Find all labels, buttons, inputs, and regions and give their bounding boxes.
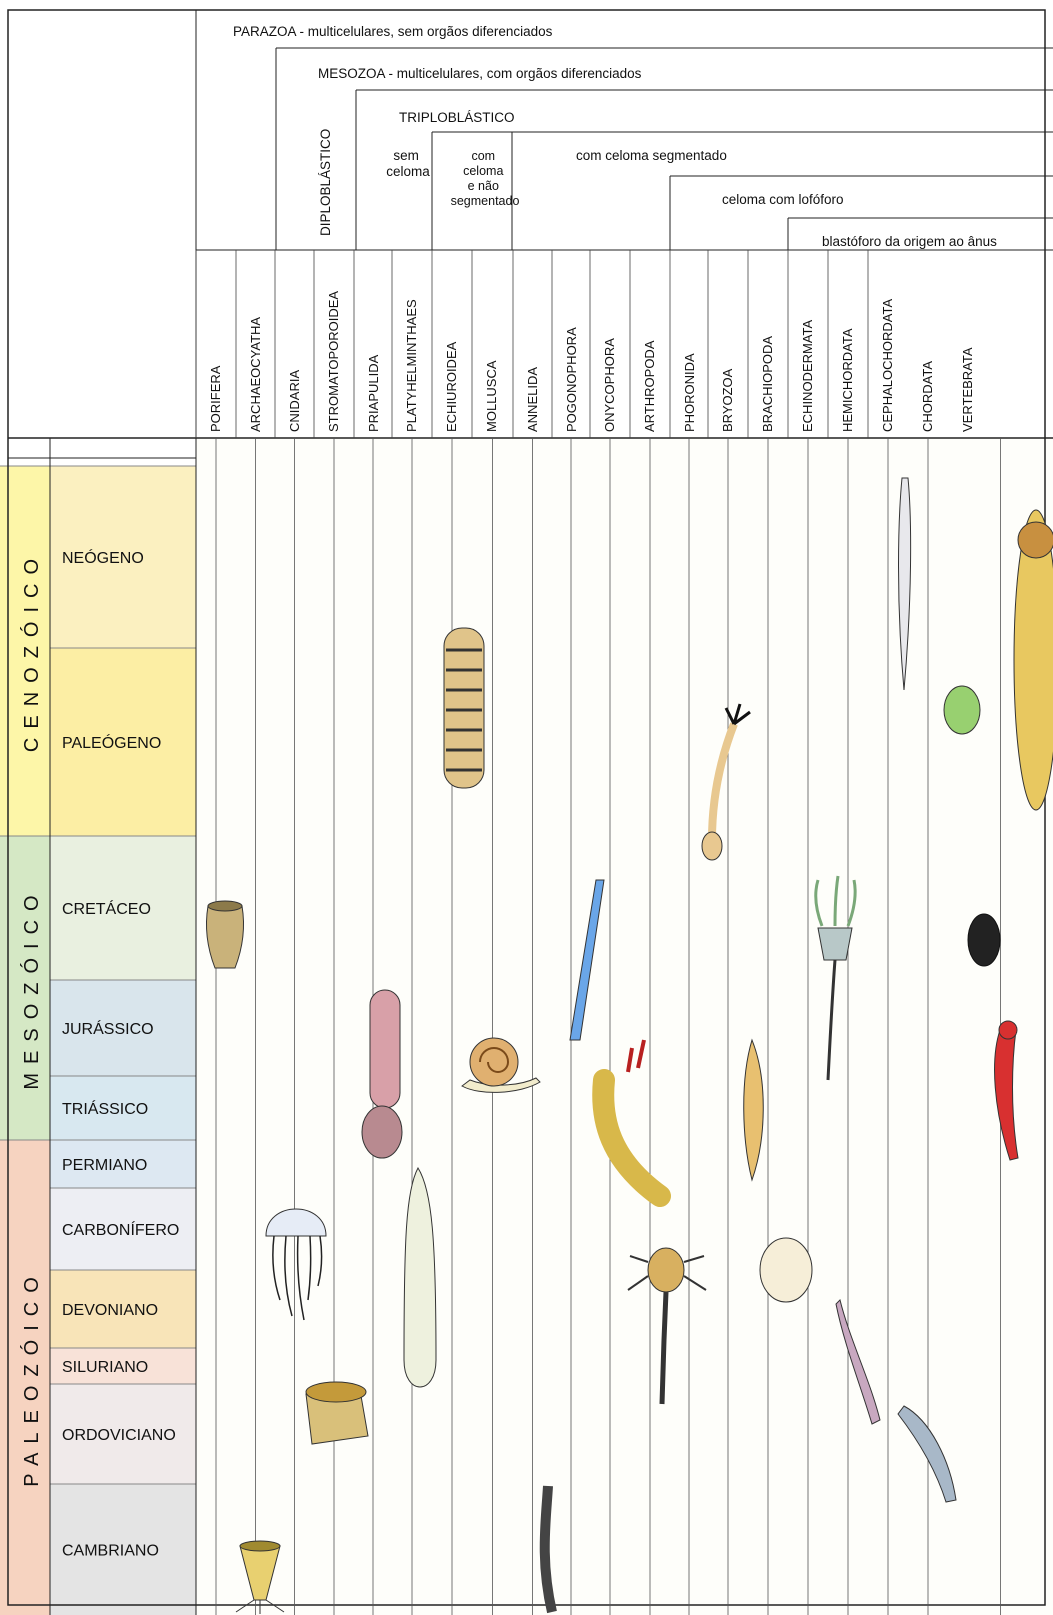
phylum-label: BRACHIOPODA <box>760 336 775 432</box>
period-label: PALEÓGENO <box>62 733 161 752</box>
vertebrata-frog-icon <box>944 686 980 734</box>
period-label: CRETÁCEO <box>62 899 151 918</box>
phylum-label: ANNELIDA <box>525 367 540 432</box>
phylum-label: STROMATOPOROIDEA <box>326 291 341 432</box>
clade-mesozoa: MESOZOA - multicelulares, com orgãos dif… <box>318 66 642 81</box>
phylum-label: CEPHALOCHORDATA <box>880 299 895 432</box>
phylum-labels: PORIFERA ARCHAEOCYATHA CNIDARIA STROMATOPOR… <box>208 291 975 432</box>
period-label: NEÓGENO <box>62 548 144 567</box>
period-label: DEVONIANO <box>62 1302 158 1319</box>
clade-lofoforo: celoma com lofóforo <box>722 192 844 207</box>
clade-blastoforo: blastóforo da origem ao ânus <box>822 234 997 249</box>
clade-celoma-nao-segmentado: com celoma e não segmentado <box>451 149 520 208</box>
phylum-label: POGONOPHORA <box>564 327 579 432</box>
vertebrata-monkey-icon <box>1014 510 1053 810</box>
phylum-label: ARTHROPODA <box>642 340 657 432</box>
phylum-label: PLATYHELMINTHAES <box>404 299 419 432</box>
phylum-label: CHORDATA <box>920 361 935 432</box>
era-labels: CENOZÓICO MESOZÓICO PALEOZÓICO <box>20 550 43 1487</box>
period-label: PERMIANO <box>62 1157 147 1174</box>
phylum-label: PRIAPULIDA <box>366 354 381 432</box>
phylum-label: ECHINODERMATA <box>800 319 815 432</box>
clade-celoma-segmentado: com celoma segmentado <box>576 148 727 163</box>
phylum-label: CNIDARIA <box>287 370 302 432</box>
echiuroidea-worm-icon <box>444 628 484 788</box>
phylum-label: HEMICHORDATA <box>840 328 855 432</box>
period-label: CARBONÍFERO <box>62 1220 179 1239</box>
phylum-label: ECHIUROIDEA <box>444 341 459 432</box>
era-label: MESOZÓICO <box>20 886 43 1089</box>
clade-diploblastico: DIPLOBLÁSTICO <box>318 129 333 236</box>
stromatoporoidea-colony-icon <box>306 1382 368 1444</box>
clade-sem-celoma: sem celoma <box>386 148 430 179</box>
clade-parazoa: PARAZOA - multicelulares, sem orgãos dif… <box>233 24 553 39</box>
phylum-label: VERTEBRATA <box>960 347 975 432</box>
phylum-label: MOLLUSCA <box>484 360 499 432</box>
period-label: SILURIANO <box>62 1359 148 1376</box>
porifera-sponge-icon <box>206 901 243 968</box>
vertebrata-lizard-icon <box>968 914 1000 966</box>
period-label: JURÁSSICO <box>62 1019 154 1038</box>
period-label: TRIÁSSICO <box>62 1099 148 1118</box>
brachiopoda-shell-icon <box>760 1238 812 1302</box>
period-label: CAMBRIANO <box>62 1543 159 1560</box>
period-label: ORDOVICIANO <box>62 1427 176 1444</box>
phylum-label: ARCHAEOCYATHA <box>248 317 263 432</box>
phylum-label: ONYCOPHORA <box>602 338 617 432</box>
phylum-label: PORIFERA <box>208 365 223 432</box>
phylum-label: BRYOZOA <box>720 368 735 432</box>
clade-triploblastico: TRIPLOBLÁSTICO <box>399 110 515 125</box>
era-label: PALEOZÓICO <box>20 1268 43 1487</box>
phylum-label: PHORONIDA <box>682 353 697 432</box>
era-label: CENOZÓICO <box>20 550 43 752</box>
